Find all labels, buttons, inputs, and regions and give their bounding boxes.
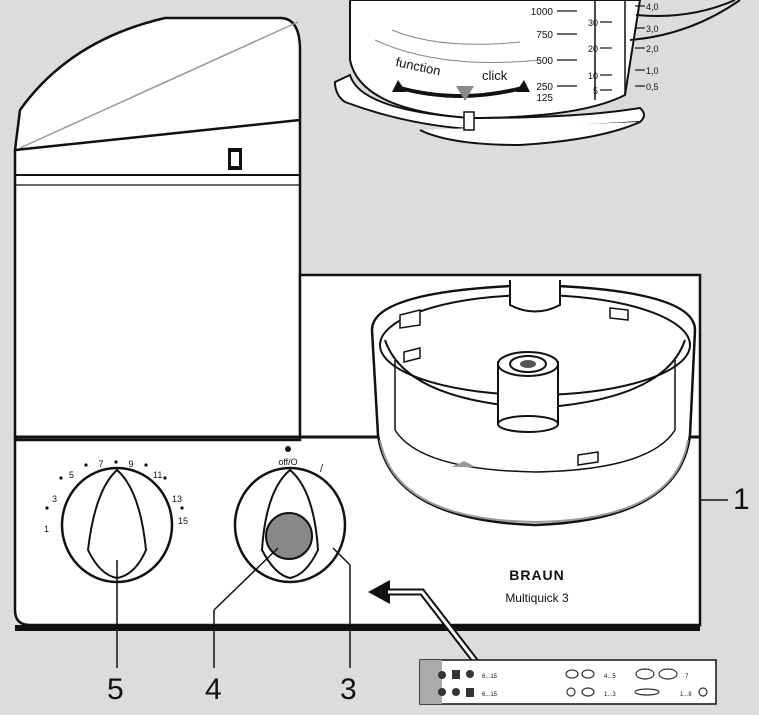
callout-3: 3 — [340, 673, 357, 706]
r-2-0: 2,0 — [646, 44, 659, 54]
callout-leaders — [116, 499, 728, 668]
speed-mark-11: 11 — [153, 470, 162, 480]
card-r2-range2: 1...3 — [604, 692, 616, 698]
card-r1-range3: 7 — [685, 674, 689, 680]
bowl-marker — [452, 461, 476, 467]
ml-750: 750 — [536, 30, 553, 41]
feed-tube — [13, 16, 302, 442]
speed-mark-1: 1 — [44, 524, 49, 534]
speed-mark-5: 5 — [69, 470, 74, 480]
callout-4: 4 — [205, 673, 222, 706]
off-dot-icon — [285, 446, 291, 452]
lid-triangle-marker — [456, 86, 474, 101]
model-name: Multiquick 3 — [505, 591, 569, 605]
speed-guide-card — [419, 659, 717, 705]
jug-lid-rim — [333, 73, 645, 132]
mid-20: 20 — [588, 44, 598, 54]
mid-30: 30 — [588, 18, 598, 28]
callout-1: 1 — [733, 483, 750, 516]
off-label: off/O — [278, 457, 297, 467]
speed-dial — [45, 460, 184, 584]
speed-mark-7: 7 — [98, 459, 103, 469]
base-shadow — [15, 625, 700, 631]
lid-click-label: click — [482, 68, 508, 83]
speed-mark-13: 13 — [172, 494, 182, 504]
mid-5: 5 — [593, 86, 598, 96]
speed-dial-marks: 1 3 5 7 9 11 13 15 — [44, 459, 188, 534]
card-r1-range1: 6...15 — [482, 674, 498, 680]
mid-10: 10 — [588, 71, 598, 81]
callout-5: 5 — [107, 673, 124, 706]
card-r2-range1: 6...15 — [482, 692, 498, 698]
r-1-0: 1,0 — [646, 66, 659, 76]
brand-block: BRAUN Multiquick 3 — [505, 567, 569, 605]
card-r1-range2: 4...5 — [604, 674, 616, 680]
ml-250: 250 — [536, 82, 553, 93]
switch-dial-labels: off/O / — [278, 457, 324, 475]
lid-rotate-arrow — [399, 86, 523, 98]
ml-1000: 1000 — [531, 7, 554, 18]
speed-mark-3: 3 — [52, 494, 57, 504]
r-3-0: 3,0 — [646, 24, 659, 34]
jug-handle — [635, 0, 736, 17]
switch-dial — [233, 446, 347, 584]
ml-125: 125 — [536, 93, 553, 104]
measuring-jug — [333, 0, 741, 147]
bowl — [370, 280, 697, 527]
guide-card-ranges: 6...15 4...5 7 6...15 1...3 1...8 — [482, 674, 692, 698]
braun-logo: BRAUN — [509, 567, 565, 583]
speed-mark-9: 9 — [128, 459, 133, 469]
card-r2-range3: 1...8 — [680, 692, 692, 698]
guide-arrow — [368, 580, 493, 683]
on-label: / — [320, 463, 324, 475]
ml-500: 500 — [536, 56, 553, 67]
r-0-5: 0,5 — [646, 82, 659, 92]
speed-mark-15: 15 — [178, 516, 188, 526]
r-4-0: 4,0 — [646, 2, 659, 12]
